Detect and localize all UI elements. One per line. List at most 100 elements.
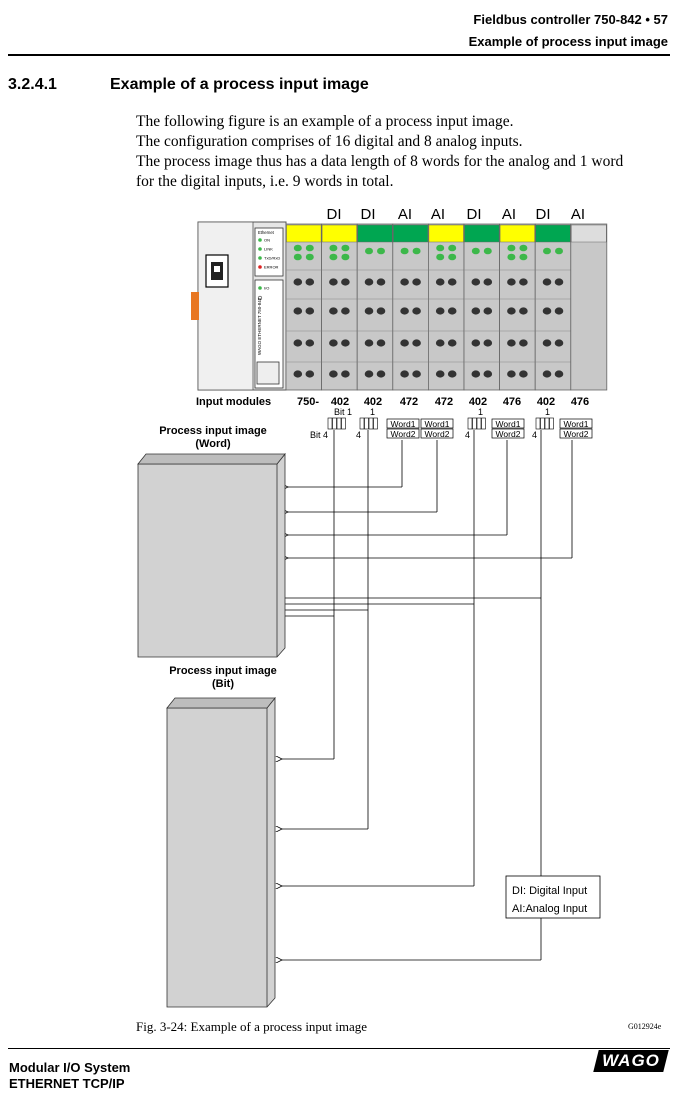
led-label-ethernet: Ethernet bbox=[258, 230, 275, 235]
module-4-terminal-2-2 bbox=[412, 307, 421, 315]
module-1-type: DI bbox=[327, 206, 342, 223]
running-header-subtitle: Example of process input image bbox=[468, 34, 668, 49]
module-7-led-3 bbox=[507, 253, 516, 261]
module-5-led-2 bbox=[448, 244, 457, 252]
module-4-led-1 bbox=[400, 247, 409, 255]
module-7-bits-bit-4 bbox=[549, 417, 554, 430]
module-6-terminal-1-1 bbox=[471, 278, 481, 286]
led-link bbox=[258, 247, 262, 251]
module-8-led-2 bbox=[555, 247, 563, 255]
module-7-terminal-4-2 bbox=[519, 370, 528, 378]
section-number: 3.2.4.1 bbox=[8, 76, 57, 93]
module-3-terminal-2-2 bbox=[376, 307, 386, 315]
module-6-led-1 bbox=[471, 247, 480, 255]
module-7-terminal-3-1 bbox=[507, 339, 516, 347]
module-4-terminal-3-1 bbox=[400, 339, 409, 347]
module-1-terminal-2-1 bbox=[293, 307, 303, 315]
module-6-terminal-3-1 bbox=[471, 339, 481, 347]
module-7-bits-bit-1 bbox=[535, 417, 541, 430]
body-line-1: The following figure is an example of a … bbox=[136, 113, 514, 130]
num-1-label-m2: 1 bbox=[370, 407, 375, 417]
module-8-word1-text: Word1 bbox=[564, 419, 589, 429]
module-6-terminal-3-2 bbox=[483, 339, 493, 347]
module-5-terminal-3-1 bbox=[435, 339, 445, 347]
module-8-led-1 bbox=[543, 247, 551, 255]
module-2-bits-bit-4 bbox=[373, 417, 378, 430]
module-1-led-2 bbox=[305, 244, 314, 252]
module-1-bits-bit-3 bbox=[336, 417, 342, 430]
module-2-terminal-2-2 bbox=[341, 307, 350, 315]
module-1-body bbox=[285, 223, 322, 391]
module-8-terminal-3-2 bbox=[554, 339, 564, 347]
led-io bbox=[258, 286, 262, 290]
bit-4-label-m1: Bit 4 bbox=[310, 430, 328, 440]
module-5-terminal-3-2 bbox=[447, 339, 457, 347]
module-8-terminal-1-1 bbox=[542, 278, 552, 286]
orange-clip bbox=[191, 292, 199, 320]
module-1-led-3 bbox=[293, 253, 302, 261]
module-8-terminal-1-2 bbox=[554, 278, 564, 286]
config-slot bbox=[256, 361, 280, 385]
module-8-terminal-4-1 bbox=[542, 370, 552, 378]
legend-analog: AI:Analog Input bbox=[512, 903, 587, 915]
bit-image-subtitle: (Bit) bbox=[212, 678, 234, 690]
module-8-color-strip bbox=[535, 224, 571, 243]
module-3-body bbox=[356, 223, 394, 391]
module-5-bits-bit-1 bbox=[467, 417, 473, 430]
module-3-led-1 bbox=[365, 247, 373, 255]
module-3-word1-text: Word1 bbox=[391, 419, 416, 429]
module-3-terminal-3-1 bbox=[364, 339, 374, 347]
module-6-word2-text: Word2 bbox=[496, 429, 521, 439]
module-1-color-strip bbox=[286, 224, 322, 243]
module-3-terminal-4-2 bbox=[376, 370, 386, 378]
module-1-terminal-2-2 bbox=[305, 307, 315, 315]
word-image-block bbox=[137, 452, 286, 658]
figure-caption: Fig. 3-24: Example of a process input im… bbox=[136, 1019, 368, 1034]
module-7-type: DI bbox=[536, 206, 551, 223]
module-2-terminal-4-2 bbox=[341, 370, 350, 378]
module-2-bits-bit-2 bbox=[364, 417, 369, 430]
footer-rule bbox=[8, 1048, 670, 1049]
module-1-bits-bit-2 bbox=[332, 417, 337, 430]
module-3-word1-box bbox=[386, 418, 420, 429]
end-module-top bbox=[571, 224, 607, 243]
module-5-terminal-4-2 bbox=[447, 370, 457, 378]
fieldbus-controller: Ethernet ON LINK TxD/RxD ERROR I/O WAGO … bbox=[191, 221, 287, 391]
module-7-bits-bit-2 bbox=[540, 417, 545, 430]
module-1-led-4 bbox=[305, 253, 314, 261]
module-8-terminal-4-2 bbox=[554, 370, 564, 378]
module-3-type: AI bbox=[398, 206, 412, 223]
module-2-led-3 bbox=[329, 253, 338, 261]
module-3-terminal-1-1 bbox=[364, 278, 374, 286]
body-line-2: The configuration comprises of 16 digita… bbox=[136, 133, 523, 150]
module-8-terminal-3-1 bbox=[542, 339, 552, 347]
wago-logo: WAGO bbox=[593, 1050, 669, 1072]
module-number-5: 402 bbox=[469, 396, 487, 408]
led-label-link: LINK bbox=[264, 247, 273, 252]
module-7-terminal-2-2 bbox=[519, 307, 528, 315]
module-1-terminal-3-2 bbox=[305, 339, 315, 347]
word-image-subtitle: (Word) bbox=[195, 438, 231, 450]
module-5-bits-bit-2 bbox=[472, 417, 477, 430]
module-8-type: AI bbox=[571, 206, 585, 223]
module-2-terminal-3-1 bbox=[329, 339, 338, 347]
module-2-terminal-3-2 bbox=[341, 339, 350, 347]
module-4-body bbox=[392, 223, 429, 391]
module-6-led-2 bbox=[483, 247, 492, 255]
module-6-word2-box bbox=[491, 428, 525, 439]
module-5-bits-bit-4 bbox=[481, 417, 486, 430]
module-4-terminal-1-1 bbox=[400, 278, 409, 286]
module-4-terminal-2-1 bbox=[400, 307, 409, 315]
module-5-led-3 bbox=[436, 253, 445, 261]
module-8-terminal-2-2 bbox=[554, 307, 564, 315]
module-5-bits-bit-3 bbox=[476, 417, 482, 430]
bit-image-block bbox=[166, 696, 276, 1008]
module-4-word2-box bbox=[420, 428, 454, 439]
footer-line-2: ETHERNET TCP/IP bbox=[9, 1076, 125, 1091]
module-8-word2-box bbox=[559, 428, 593, 439]
module-1-terminal-4-1 bbox=[293, 370, 303, 378]
module-number-4: 472 bbox=[435, 396, 453, 408]
module-7-led-2 bbox=[519, 244, 528, 252]
input-modules-label: Input modules bbox=[196, 396, 271, 408]
module-number-8: 476 bbox=[571, 396, 589, 408]
